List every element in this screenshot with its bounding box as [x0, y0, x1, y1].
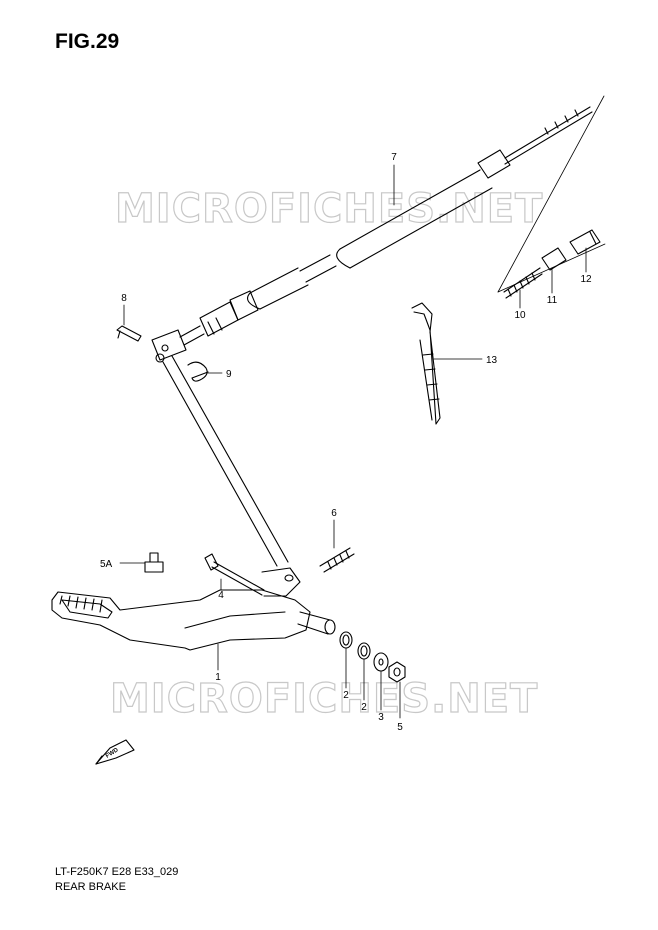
callout-9: 9 [226, 369, 232, 380]
adjuster-collar[interactable] [541, 247, 567, 271]
watermark-top: MICROFICHES.NET [115, 186, 543, 232]
brake-pedal[interactable] [51, 567, 336, 651]
callout-12: 12 [580, 274, 592, 285]
nut-5[interactable] [388, 661, 406, 683]
washer-3[interactable] [373, 652, 389, 672]
callout-3: 3 [378, 712, 384, 723]
adjuster-nut[interactable] [569, 229, 601, 255]
return-spring[interactable] [319, 547, 355, 573]
callout-2b: 2 [361, 702, 367, 713]
adjuster-spring[interactable] [503, 267, 543, 299]
pedal-bolt[interactable] [204, 553, 265, 596]
cable-clevis[interactable] [151, 329, 187, 363]
fwd-arrow-icon [95, 739, 135, 765]
callout-10: 10 [514, 310, 526, 321]
callout-11: 11 [547, 295, 558, 306]
figure-name: REAR BRAKE [55, 881, 126, 893]
callout-2a: 2 [343, 690, 349, 701]
callout-4: 4 [218, 590, 224, 601]
nut-5a[interactable] [144, 552, 164, 573]
cotter-clip[interactable] [187, 361, 209, 382]
figure-code: LT-F250K7 E28 E33_029 [55, 866, 179, 878]
callout-5a: 5A [100, 559, 113, 570]
callout-7: 7 [391, 152, 397, 163]
washer-2a[interactable] [339, 631, 353, 649]
clevis-pin[interactable] [116, 325, 142, 342]
brake-rod[interactable] [162, 355, 289, 567]
callout-5: 5 [397, 722, 403, 733]
brake-cable[interactable] [179, 106, 593, 346]
callout-13: 13 [486, 355, 498, 366]
callout-6: 6 [331, 508, 337, 519]
washer-2b[interactable] [357, 642, 371, 660]
watermark-bottom: MICROFICHES.NET [110, 676, 538, 722]
callout-8: 8 [121, 293, 127, 304]
cable-clamp[interactable] [411, 302, 441, 425]
figure-title: FIG.29 [55, 30, 120, 53]
callout-1: 1 [215, 672, 221, 683]
